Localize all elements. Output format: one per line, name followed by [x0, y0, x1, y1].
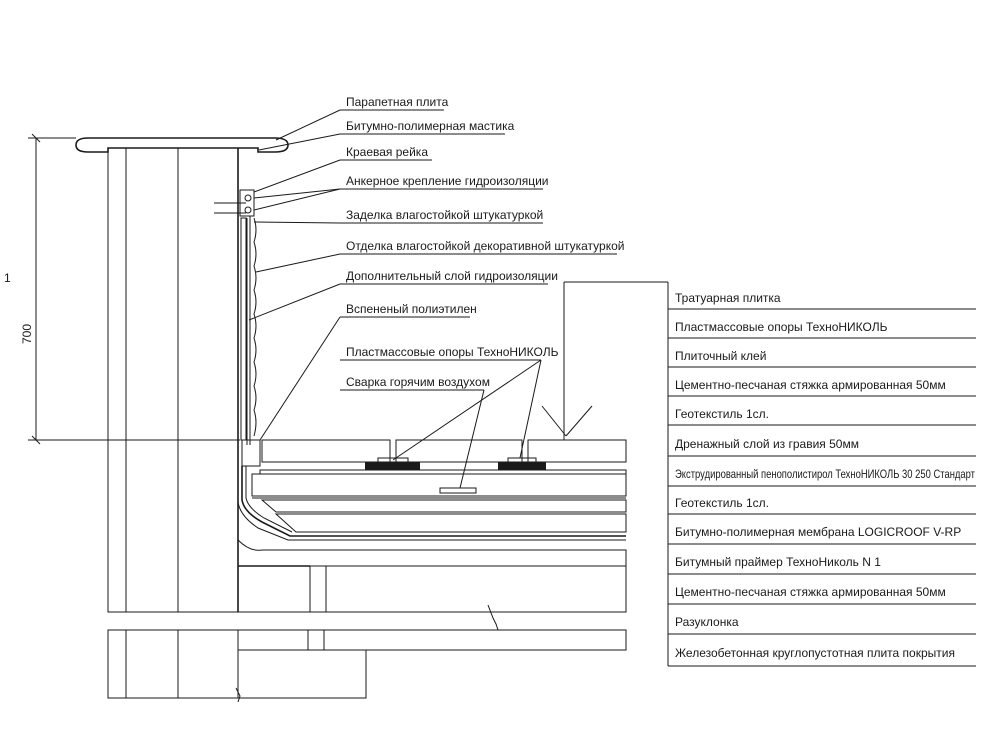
layer-row: Цементно-песчаная стяжка армированная 50…: [675, 585, 946, 599]
callout-anchor-fastening: Анкерное крепление гидроизоляции: [346, 174, 548, 188]
layer-row: Геотекстиль 1сл.: [675, 496, 769, 510]
callout-extra-waterproofing: Дополнительный слой гидроизоляции: [346, 269, 558, 283]
callout-leaders: [248, 109, 617, 489]
callout-hot-air-welding: Сварка горячим воздухом: [346, 375, 490, 389]
layer-row: Тратуарная плитка: [675, 291, 781, 305]
roof-layers: [237, 439, 627, 631]
parapet-wall: [107, 147, 239, 613]
layer-row: Экструдированный пенополистирол ТехноНИК…: [675, 467, 975, 481]
layer-row: Пластмассовые опоры ТехноНИКОЛЬ: [675, 320, 888, 334]
layer-row: Дренажный слой из гравия 50мм: [675, 437, 859, 451]
layer-row: Цементно-песчаная стяжка армированная 50…: [675, 378, 946, 392]
parapet-plate: [75, 137, 289, 153]
dimension-700: 700 1: [4, 133, 240, 445]
dimension-marker: 1: [4, 271, 11, 285]
layer-schedule: [541, 281, 976, 667]
edge-rail-and-upturn: [214, 189, 257, 445]
layer-row: Битумный праймер ТехноНиколь N 1: [675, 555, 881, 569]
layer-row: Битумно-полимерная мембрана LOGICROOF V-…: [675, 525, 961, 539]
callout-decorative-plaster: Отделка влагостойкой декоративной штукат…: [346, 239, 624, 253]
lower-section: [107, 629, 627, 703]
layer-row: Разуклонка: [675, 615, 739, 629]
layer-row: Плиточный клей: [675, 349, 766, 363]
layer-row: Геотекстиль 1сл.: [675, 407, 769, 421]
callout-foamed-polyethylene: Вспененый полиэтилен: [346, 302, 477, 316]
callout-edge-rail: Краевая рейка: [346, 145, 428, 159]
layer-row: Железобетонная круглопустотная плита пок…: [675, 646, 955, 660]
callout-bitumen-mastic: Битумно-полимерная мастика: [346, 119, 515, 133]
callout-plastic-supports: Пластмассовые опоры ТехноНИКОЛЬ: [346, 345, 559, 359]
callout-plaster-sealing: Заделка влагостойкой штукатуркой: [346, 208, 543, 222]
dimension-value: 700: [20, 324, 34, 344]
callout-parapet-plate: Парапетная плита: [346, 95, 449, 109]
